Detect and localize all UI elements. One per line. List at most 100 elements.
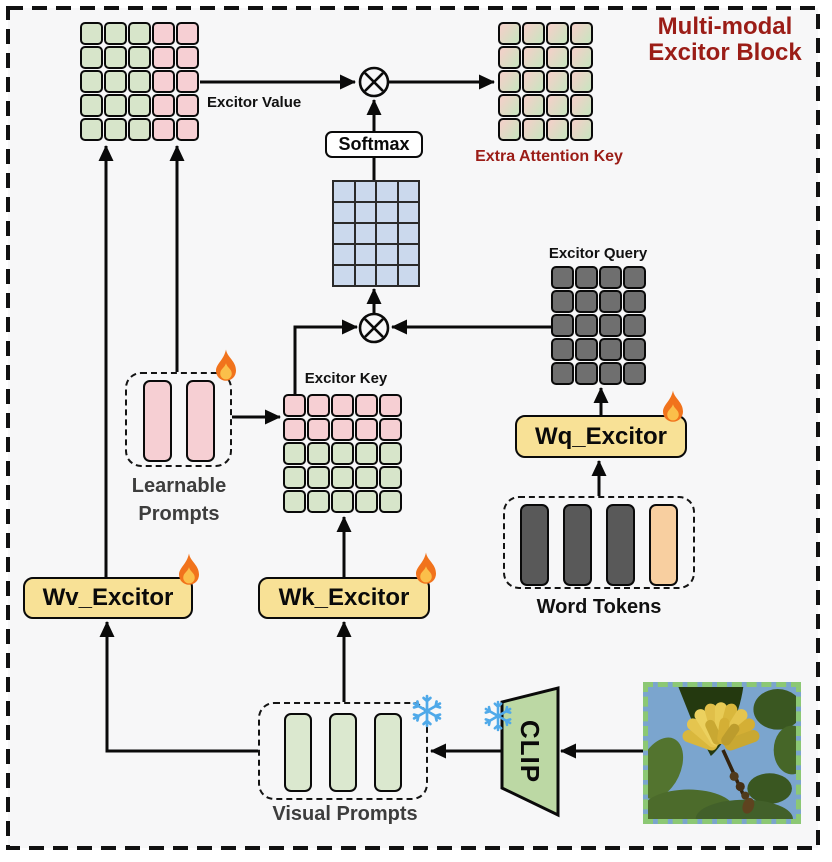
- fire-icon: [211, 349, 241, 385]
- matrix-cell: [333, 181, 355, 202]
- matrix-cell: [333, 202, 355, 223]
- matrix-cell: [379, 418, 402, 441]
- matrix-cell: [551, 290, 574, 313]
- matrix-cell: [599, 338, 622, 361]
- matrix-cell: [307, 394, 330, 417]
- wk-excitor-box: Wk_Excitor: [258, 577, 430, 619]
- fire-icon: [411, 552, 441, 588]
- matrix-cell: [307, 418, 330, 441]
- matrix-cell: [80, 70, 103, 93]
- softmax-box: Softmax: [325, 131, 423, 158]
- matrix-cell: [498, 94, 521, 117]
- matrix-cell: [376, 223, 398, 244]
- matrix-cell: [333, 244, 355, 265]
- matrix-cell: [551, 266, 574, 289]
- matrix-cell: [551, 362, 574, 385]
- matrix-cell: [623, 314, 646, 337]
- matrix-cell: [283, 490, 306, 513]
- prompt-bar: [563, 504, 592, 586]
- prompt-bar: [649, 504, 678, 586]
- excitor-key-matrix: [283, 394, 402, 513]
- matrix-cell: [575, 290, 598, 313]
- matrix-cell: [331, 394, 354, 417]
- matrix-cell: [397, 223, 419, 244]
- matrix-cell: [570, 22, 593, 45]
- matrix-cell: [128, 22, 151, 45]
- multiply-node-middle: [358, 312, 390, 344]
- matrix-cell: [355, 442, 378, 465]
- wq-excitor-box: Wq_Excitor: [515, 415, 687, 458]
- word-tokens-box: [503, 496, 695, 589]
- matrix-cell: [176, 118, 199, 141]
- matrix-cell: [128, 118, 151, 141]
- banana-image-art: [648, 687, 796, 819]
- matrix-cell: [379, 490, 402, 513]
- matrix-cell: [104, 46, 127, 69]
- matrix-cell: [623, 338, 646, 361]
- extra-attention-key-matrix: [498, 22, 593, 141]
- matrix-cell: [80, 22, 103, 45]
- matrix-cell: [498, 22, 521, 45]
- matrix-cell: [283, 394, 306, 417]
- matrix-cell: [283, 442, 306, 465]
- matrix-cell: [522, 70, 545, 93]
- matrix-cell: [599, 290, 622, 313]
- matrix-cell: [152, 70, 175, 93]
- matrix-cell: [152, 94, 175, 117]
- matrix-cell: [522, 94, 545, 117]
- matrix-cell: [546, 70, 569, 93]
- matrix-cell: [498, 118, 521, 141]
- matrix-cell: [104, 22, 127, 45]
- matrix-cell: [104, 118, 127, 141]
- matrix-cell: [570, 94, 593, 117]
- matrix-cell: [176, 94, 199, 117]
- matrix-cell: [376, 265, 398, 286]
- matrix-cell: [176, 70, 199, 93]
- matrix-cell: [397, 244, 419, 265]
- matrix-cell: [623, 362, 646, 385]
- learnable-prompts-label-line2: Prompts: [138, 503, 220, 525]
- matrix-cell: [623, 266, 646, 289]
- matrix-cell: [551, 314, 574, 337]
- matrix-cell: [623, 290, 646, 313]
- matrix-cell: [376, 202, 398, 223]
- matrix-cell: [570, 70, 593, 93]
- matrix-cell: [498, 46, 521, 69]
- matrix-cell: [283, 466, 306, 489]
- matrix-cell: [354, 244, 376, 265]
- learnable-prompts-box: [125, 372, 232, 467]
- matrix-cell: [80, 46, 103, 69]
- title-line-2: Excitor Block: [648, 39, 802, 66]
- prompt-bar: [185, 380, 215, 462]
- clip-encoder-shape: [500, 686, 560, 818]
- excitor-query-matrix: [551, 266, 646, 385]
- matrix-cell: [397, 202, 419, 223]
- attention-map-matrix: [332, 180, 420, 287]
- matrix-cell: [333, 223, 355, 244]
- excitor-value-matrix: [80, 22, 199, 141]
- matrix-cell: [546, 46, 569, 69]
- matrix-cell: [128, 46, 151, 69]
- wv-excitor-box: Wv_Excitor: [23, 577, 193, 619]
- matrix-cell: [551, 338, 574, 361]
- matrix-cell: [354, 181, 376, 202]
- snowflake-icon: [410, 694, 444, 728]
- matrix-cell: [522, 22, 545, 45]
- learnable-prompts-label: Learnable Prompts: [132, 472, 226, 528]
- matrix-cell: [546, 94, 569, 117]
- fire-icon: [658, 390, 688, 426]
- learnable-prompts-label-line1: Learnable: [131, 475, 227, 497]
- matrix-cell: [355, 490, 378, 513]
- matrix-cell: [152, 22, 175, 45]
- matrix-cell: [575, 266, 598, 289]
- matrix-cell: [283, 418, 306, 441]
- matrix-cell: [176, 46, 199, 69]
- matrix-cell: [522, 46, 545, 69]
- matrix-cell: [599, 362, 622, 385]
- banana-image: [643, 682, 801, 824]
- matrix-cell: [379, 442, 402, 465]
- visual-prompts-box: [258, 702, 428, 800]
- matrix-cell: [307, 490, 330, 513]
- matrix-cell: [331, 418, 354, 441]
